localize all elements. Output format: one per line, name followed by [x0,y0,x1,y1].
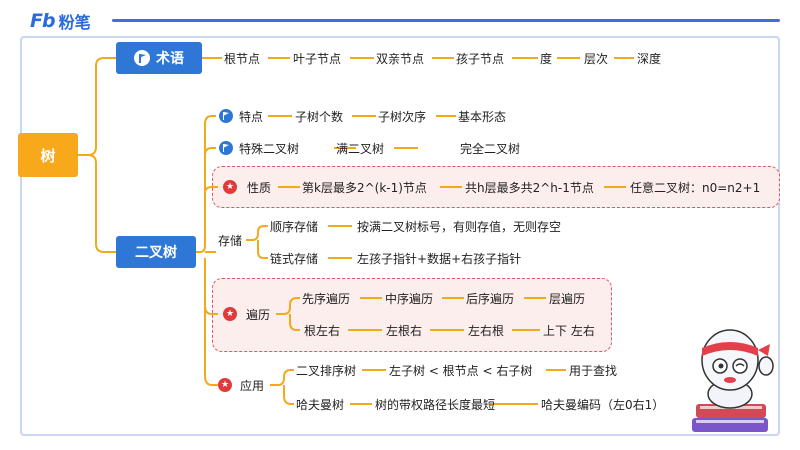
term-item: 叶子节点 [293,52,342,66]
feature-item: 基本形态 [458,110,507,124]
term-item: 孩子节点 [456,52,505,66]
root-node: 树 [18,133,78,177]
term-item: 深度 [637,52,662,66]
terms-label: 术语 [156,51,184,67]
special-item: 完全二叉树 [460,142,521,156]
features-label: 特点 [239,110,264,124]
property-item: 任意二叉树：n0=n2+1 [630,181,761,195]
sequential-storage-desc: 按满二叉树标号，有则存值，无则存空 [357,220,562,234]
traversal-name: 层遍历 [549,292,586,306]
traversal-order: 左根右 [386,324,423,338]
logo: Fb 粉笔 [30,9,91,33]
huffman-rule: 树的带权路径长度最短 [375,398,496,412]
bst-use: 用于查找 [569,364,618,378]
traversal-label: 遍历 [246,308,271,322]
logo-mark: Fb [30,10,56,32]
linked-storage-label: 链式存储 [270,252,319,266]
star-icon: ★ [223,180,237,194]
term-item: 根节点 [224,52,261,66]
logo-name: 粉笔 [58,13,91,32]
properties-label: 性质 [247,181,272,195]
huffman-label: 哈夫曼树 [296,398,345,412]
linked-storage-desc: 左孩子指针+数据+右孩子指针 [357,252,522,266]
traversal-name: 中序遍历 [385,292,434,306]
traversal-name: 后序遍历 [466,292,515,306]
traversal-name: 先序遍历 [302,292,351,306]
traversal-order: 根左右 [304,324,341,338]
flag-icon [219,141,233,155]
property-item: 第k层最多2^(k-1)节点 [302,181,427,195]
feature-item: 子树个数 [295,110,344,124]
storage-label: 存储 [218,234,243,248]
huffman-use: 哈夫曼编码（左0右1） [541,398,665,412]
flag-icon [134,50,150,66]
traversal-order: 左右根 [468,324,505,338]
bst-label: 二叉排序树 [296,364,357,378]
special-label: 特殊二叉树 [239,142,300,156]
star-icon: ★ [223,307,237,321]
flag-icon [219,109,233,123]
properties-highlight [212,166,780,208]
term-item: 双亲节点 [376,52,425,66]
sequential-storage-label: 顺序存储 [270,220,319,234]
special-item: 满二叉树 [336,142,385,156]
header-line [112,19,780,22]
feature-item: 子树次序 [378,110,427,124]
term-item: 度 [540,52,553,66]
property-item: 共h层最多共2^h-1节点 [465,181,594,195]
term-item: 层次 [584,52,609,66]
star-icon: ★ [218,378,232,392]
bst-rule: 左子树 < 根节点 < 右子树 [389,364,533,378]
binary-tree-node: 二叉树 [116,236,196,268]
mascot-illustration [692,329,774,432]
traversal-order: 上下 左右 [543,324,595,338]
terms-node: 术语 [116,42,202,74]
application-label: 应用 [240,379,265,393]
